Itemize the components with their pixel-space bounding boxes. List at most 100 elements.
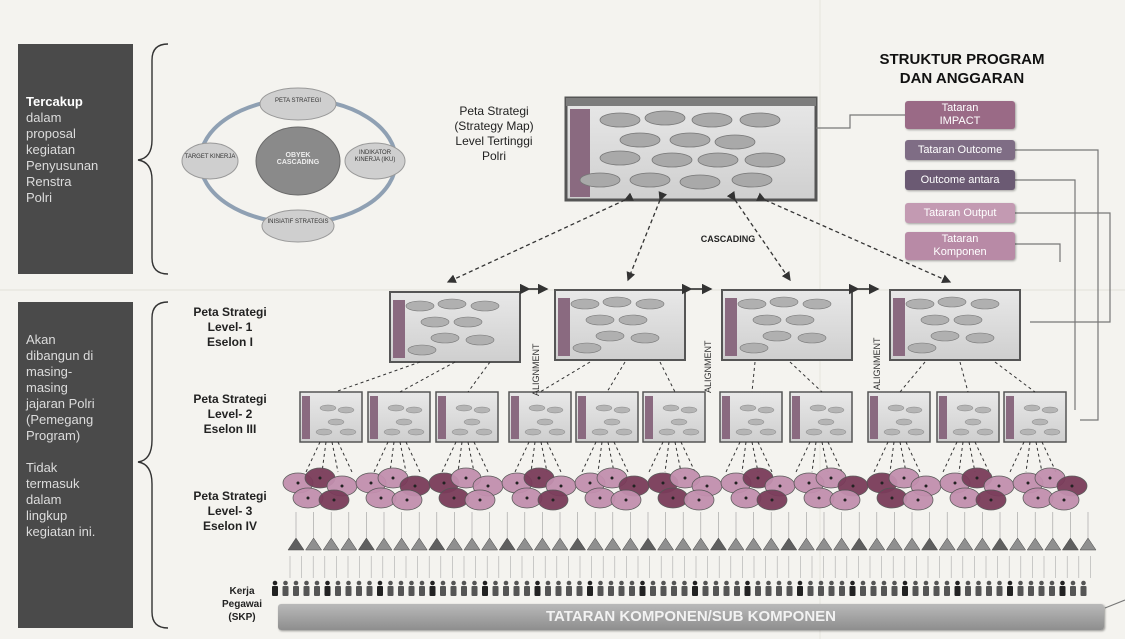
- link-line: [581, 441, 597, 473]
- left-box-bottom-line: termasuk: [26, 476, 80, 491]
- link-line: [664, 441, 670, 473]
- left-box-bottom-line: masing-: [26, 364, 73, 379]
- person-body: [839, 586, 845, 596]
- link-line: [1035, 441, 1043, 473]
- person-body: [377, 586, 383, 596]
- level1-map-oval: [752, 314, 782, 326]
- person-body: [461, 586, 467, 596]
- person-head: [724, 580, 729, 586]
- struktur-item-line: Tataran: [941, 233, 979, 245]
- link-line: [613, 441, 629, 473]
- level3-label-line: Level- 3: [207, 504, 253, 518]
- level2-map-sidebar: [722, 396, 730, 439]
- level3-oval-dot: [953, 481, 957, 485]
- person-head: [976, 580, 981, 586]
- person-body: [1007, 586, 1013, 596]
- triangle: [481, 537, 499, 551]
- level2-map-sidebar: [578, 396, 586, 439]
- level2-map-oval: [405, 406, 423, 414]
- triangle: [1044, 537, 1062, 551]
- triangle: [428, 537, 446, 551]
- person-head: [304, 580, 309, 586]
- level2-map-oval: [1023, 404, 1041, 412]
- struktur-item-output: Tataran Output: [905, 203, 1015, 223]
- triangle: [533, 537, 551, 551]
- level2-map-oval: [895, 418, 913, 426]
- top-map-label-line: Level Tertinggi: [455, 134, 533, 148]
- level3-oval-dot: [1062, 498, 1066, 502]
- map-oval: [744, 152, 786, 168]
- level1-map-oval: [769, 296, 799, 308]
- person-head: [734, 580, 740, 586]
- level3-oval-dot: [851, 484, 855, 488]
- person-body: [282, 586, 289, 596]
- alignment-label: ALIGNMENT: [531, 343, 541, 396]
- alignment-label: ALIGNMENT: [703, 340, 713, 393]
- person-head: [661, 580, 666, 586]
- level1-map-sidebar: [893, 298, 905, 356]
- level3-oval-dot: [671, 496, 675, 500]
- level2-map-sidebar: [645, 396, 653, 439]
- person-head: [566, 580, 572, 586]
- level3-oval-dot: [829, 476, 833, 480]
- cycle-top-label: PETA STRATEGI: [274, 98, 322, 104]
- brace-top: [137, 43, 169, 275]
- struktur-item-line: Komponen: [933, 246, 987, 258]
- level3-oval-dot: [598, 496, 602, 500]
- level2-map-sidebar: [939, 396, 947, 439]
- link-line: [648, 441, 664, 473]
- left-box-top-line: dalam: [26, 110, 62, 125]
- level3-oval-dot: [537, 476, 541, 480]
- level3-oval-dot: [559, 484, 563, 488]
- level1-map-oval: [420, 316, 450, 328]
- level3-oval-dot: [478, 498, 482, 502]
- person-body: [902, 586, 908, 596]
- person-head: [944, 580, 950, 586]
- person-body: [398, 586, 404, 596]
- level3-oval-dot: [997, 484, 1001, 488]
- person-body: [555, 586, 562, 596]
- left-box-bottom-line: jajaran Polri: [26, 396, 95, 411]
- left-box-bottom-line: Tidak: [26, 460, 58, 475]
- level2-map-oval: [603, 418, 621, 426]
- person-head: [850, 580, 855, 586]
- level2-map-oval: [670, 418, 688, 426]
- level3-label-line: Peta Strategi: [193, 489, 267, 503]
- person-head: [818, 580, 824, 586]
- left-box-bottom-line: (Pemegang: [26, 412, 94, 427]
- person-head: [377, 580, 383, 586]
- level3-oval-dot: [588, 481, 592, 485]
- person-body: [1028, 586, 1034, 596]
- level2-map-oval: [1031, 418, 1049, 426]
- link-line: [899, 361, 926, 393]
- person-head: [860, 580, 866, 586]
- triangle: [463, 537, 481, 551]
- level1-map-oval: [470, 300, 500, 312]
- level3-oval-dot: [817, 496, 821, 500]
- level1-map-oval: [437, 298, 467, 310]
- level2-map-oval: [658, 428, 676, 436]
- person-head: [1007, 580, 1013, 586]
- struktur-item-komponen: Tataran Komponen: [905, 232, 1015, 260]
- person-head: [640, 580, 645, 586]
- triangle: [604, 537, 622, 551]
- person-head: [913, 580, 918, 586]
- triangle: [956, 537, 974, 551]
- person-body: [356, 586, 362, 596]
- person-body: [482, 586, 488, 596]
- triangle: [727, 537, 745, 551]
- level2-map-sidebar: [511, 396, 519, 439]
- triangle: [938, 537, 956, 551]
- person-head: [493, 580, 498, 586]
- link-line: [467, 361, 491, 393]
- level2-map-oval: [315, 428, 333, 436]
- link-line: [821, 441, 829, 473]
- struktur-item-line: Tataran: [941, 102, 979, 114]
- person-head: [514, 580, 519, 586]
- level1-map-oval: [407, 344, 437, 356]
- link-line: [994, 361, 1036, 393]
- link-line: [441, 441, 457, 473]
- brace-bottom: [137, 301, 169, 629]
- left-box-bottom-line: dalam: [26, 492, 62, 507]
